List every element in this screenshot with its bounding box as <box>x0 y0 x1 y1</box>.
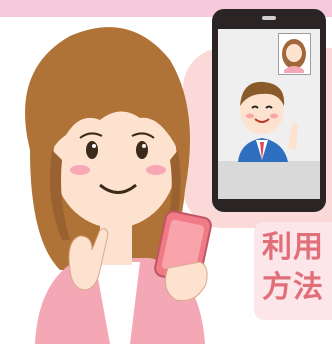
usage-method-label[interactable]: 利用 方法 <box>262 230 324 305</box>
self-view-woman-icon <box>282 39 306 73</box>
screen-lower-panel <box>218 161 320 199</box>
businessman-icon <box>238 81 298 162</box>
woman-illustration-icon <box>25 27 212 344</box>
phone-speaker-icon <box>262 16 276 20</box>
usage-method-badge[interactable] <box>254 222 332 320</box>
